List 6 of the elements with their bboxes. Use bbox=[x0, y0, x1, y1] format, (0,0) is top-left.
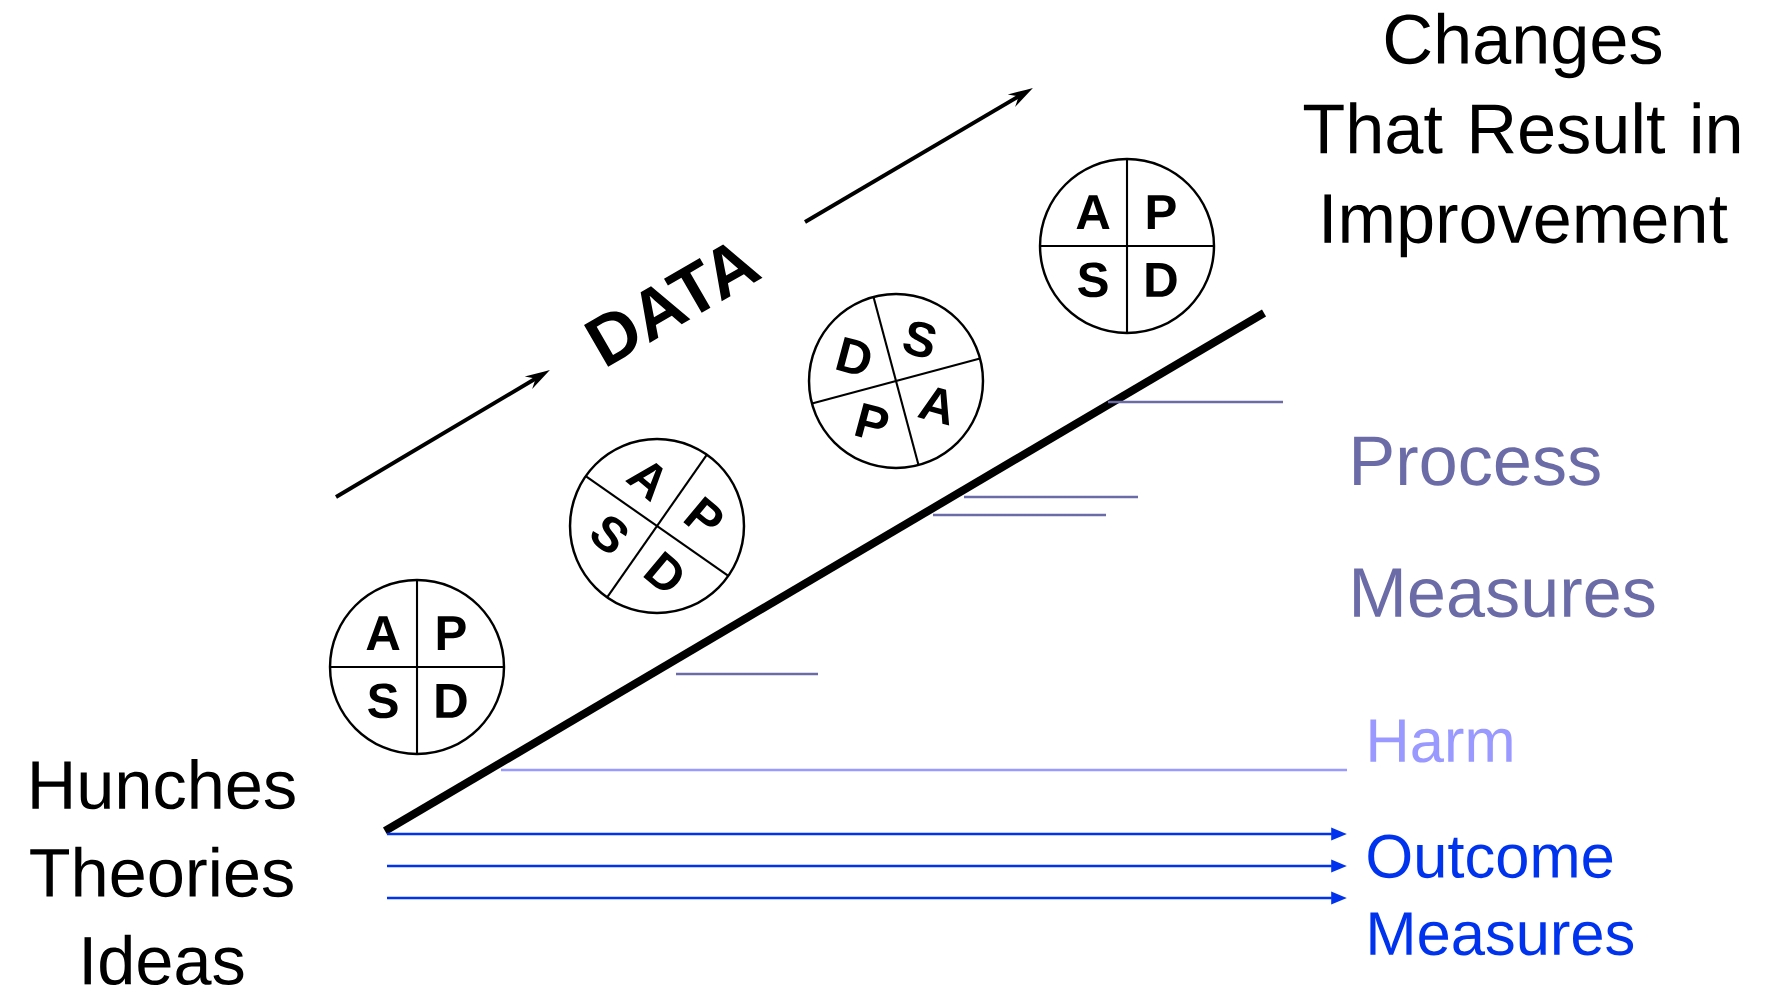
text-label: Harm bbox=[1370, 719, 1512, 763]
text-label: Outcome Measures bbox=[1368, 834, 1634, 956]
leader-line bbox=[501, 768, 1347, 772]
text-label: Hunches Theories Ideas bbox=[30, 759, 295, 985]
heading: Changes That Result in Improvement bbox=[1303, 12, 1740, 258]
text-label: Process Measures bbox=[1354, 436, 1655, 618]
